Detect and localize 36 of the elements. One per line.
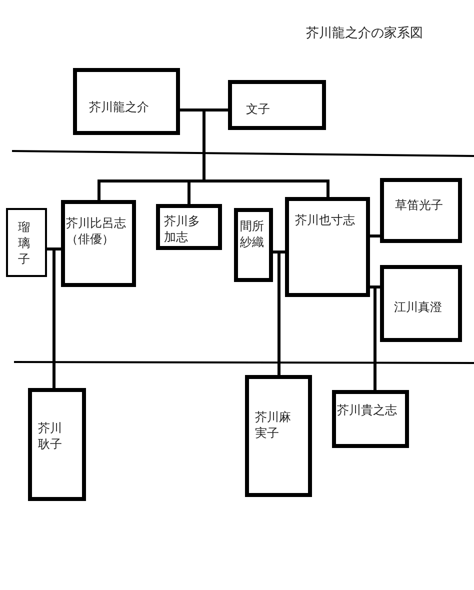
person-box [380, 178, 462, 243]
family-line [188, 180, 204, 204]
person-name: 江川真澄 [394, 299, 443, 315]
person-box [228, 80, 326, 130]
family-line [47, 248, 61, 250]
person-box [380, 265, 462, 342]
family-line [202, 110, 206, 181]
person-box [28, 388, 86, 501]
person-box [6, 208, 47, 277]
person-name: 芥川耿子 [38, 420, 63, 452]
person-name: 芥川比呂志（俳優） [66, 215, 127, 247]
person-name: 草笛光子 [395, 197, 444, 213]
family-line [370, 234, 380, 238]
family-line [374, 287, 376, 390]
person-box [245, 375, 312, 497]
person-box [156, 204, 222, 250]
person-name: 文子 [246, 101, 271, 117]
person-name: 間所紗織 [240, 218, 265, 250]
family-line [278, 252, 280, 375]
family-line [180, 108, 228, 112]
family-line [204, 180, 330, 197]
person-name: 芥川麻実子 [255, 409, 292, 441]
family-line [52, 249, 56, 388]
person-box [73, 68, 180, 135]
person-name: 芥川也寸志 [295, 212, 356, 228]
person-box [285, 197, 370, 297]
person-name: 瑠璃子 [18, 219, 31, 267]
person-name: 芥川龍之介 [89, 99, 150, 115]
diagram-title: 芥川龍之介の家系図 [306, 25, 423, 42]
person-name: 芥川多加志 [164, 213, 201, 245]
person-box [332, 390, 409, 448]
person-name: 芥川貴之志 [337, 402, 398, 418]
person-box [61, 200, 136, 287]
person-box [234, 208, 273, 282]
family-line [273, 250, 285, 254]
family-line [370, 286, 380, 288]
